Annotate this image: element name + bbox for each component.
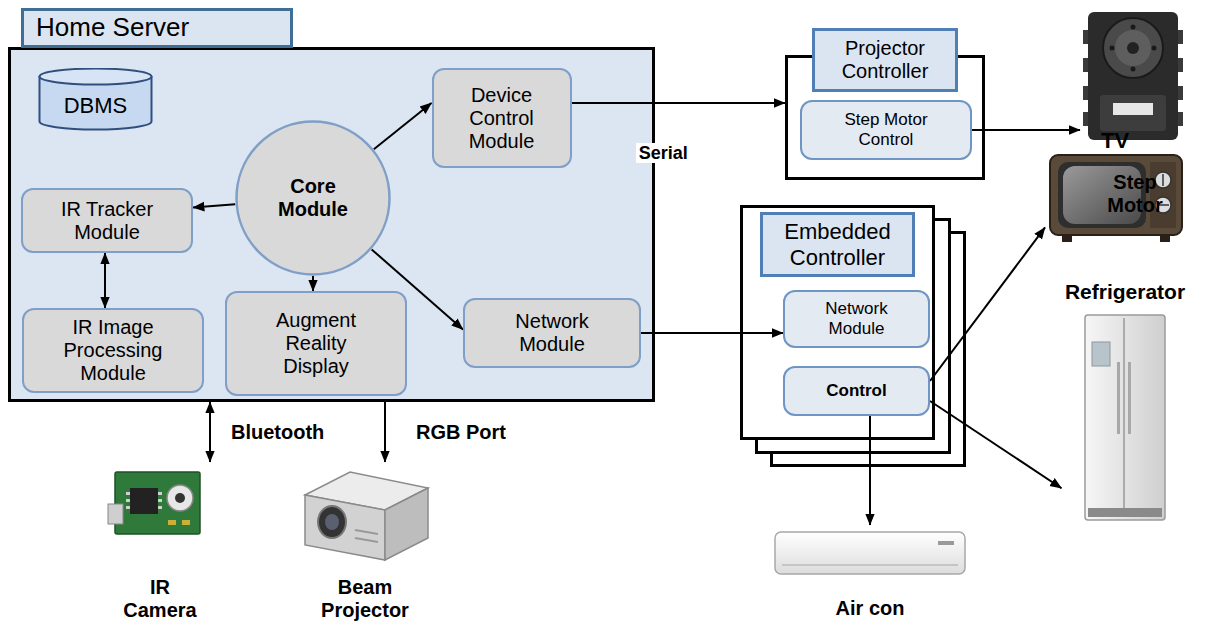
connector-arrow	[930, 401, 1062, 488]
ir-camera-picture	[108, 472, 200, 534]
device-label: TV	[1101, 128, 1129, 153]
device-figure: Air con	[770, 525, 970, 620]
server-panel: Home ServerDBMSCore ModuleDevice Control…	[8, 47, 655, 402]
connector-arrow	[104, 253, 106, 308]
beam-projector-picture	[305, 472, 428, 560]
device-label: Beam Projector	[315, 576, 415, 622]
device-label: IR Camera	[118, 576, 203, 622]
module-box: Step Motor Control	[800, 100, 972, 160]
box-label: Network Module	[502, 310, 602, 356]
box-label: DBMS	[64, 93, 128, 118]
connector-arrow	[972, 129, 1080, 131]
connector-arrow	[572, 102, 786, 104]
database-cylinder: DBMS	[38, 68, 153, 131]
connector-label: RGB Port	[413, 421, 509, 444]
device-figure: Refrigerator	[1062, 280, 1189, 525]
box-label: IR Tracker Module	[32, 198, 182, 244]
header-box: Embedded Controller	[760, 212, 915, 277]
connector-label: Serial	[636, 143, 691, 164]
air-conditioner-picture	[775, 532, 965, 574]
device-label: Refrigerator	[1065, 280, 1185, 304]
title-tab: Home Server	[21, 8, 293, 48]
module-box: Device Control Module	[432, 68, 572, 168]
module-box: Augment Reality Display	[225, 291, 407, 396]
box-label: Core Module	[263, 175, 363, 221]
connector-arrow	[312, 276, 314, 291]
box-label: Step Motor Control	[831, 110, 941, 149]
module-box: Control	[783, 366, 930, 416]
device-figure: TV	[1045, 128, 1185, 245]
box-label: IR Image Processing Module	[33, 316, 193, 385]
core-circle: Core Module	[235, 120, 391, 276]
connector-arrow	[641, 332, 783, 334]
refrigerator-picture	[1085, 315, 1165, 520]
device-figure: Beam Projector	[295, 462, 435, 622]
box-label: Device Control Module	[443, 84, 561, 153]
device-label: Air con	[836, 597, 905, 620]
controller-board: Projector ControllerStep Motor Control	[785, 55, 985, 180]
connector-arrow	[384, 402, 386, 462]
connector-arrow	[372, 249, 463, 329]
box-label: Network Module	[809, 299, 904, 338]
connector-arrow	[930, 227, 1045, 381]
header-box: Projector Controller	[812, 28, 958, 92]
module-box: Network Module	[463, 298, 641, 368]
box-label: Augment Reality Display	[256, 309, 376, 378]
tv-picture	[1050, 155, 1182, 242]
module-box: IR Image Processing Module	[22, 308, 204, 393]
connector-arrow	[193, 204, 235, 207]
connector-arrow	[209, 402, 211, 462]
step-motor-picture	[1083, 12, 1183, 140]
module-box: Network Module	[783, 290, 930, 348]
connector-arrow	[374, 103, 432, 149]
module-box: IR Tracker Module	[21, 188, 193, 253]
device-figure: Step Motor	[1080, 5, 1190, 217]
box-label: Control	[826, 381, 886, 401]
device-figure: IR Camera	[105, 462, 215, 622]
controller-board: Embedded ControllerNetwork ModuleControl	[740, 205, 935, 440]
connector-label: Bluetooth	[228, 421, 327, 444]
device-label: Step Motor	[1095, 171, 1175, 217]
connector-arrow	[869, 416, 871, 525]
